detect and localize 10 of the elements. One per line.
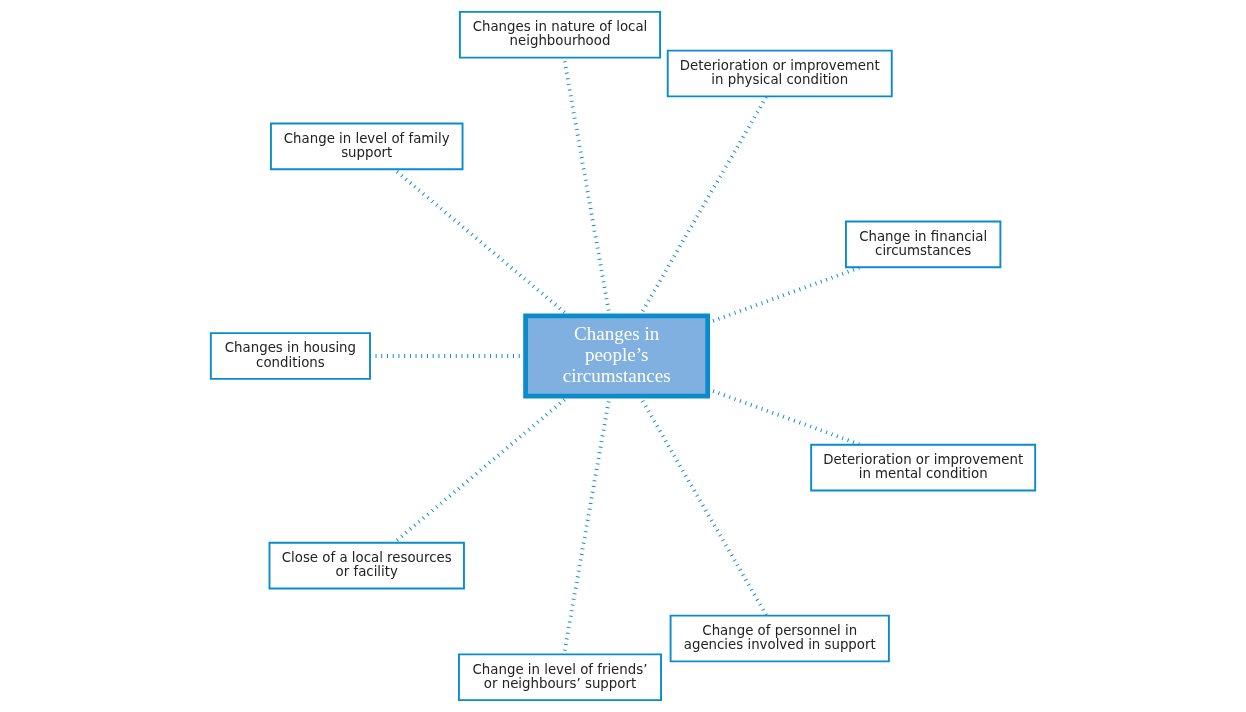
node-box: Changes in nature of local neighbourhood	[458, 10, 662, 59]
node-box: Deterioration or improvement in mental condition	[810, 443, 1037, 492]
node-box: Deterioration or improvement in physical condition	[666, 49, 893, 98]
node-box: Changes in housing conditions	[209, 332, 371, 380]
node-box: Change in level of friends’ or neighbours’ support	[458, 653, 662, 702]
node-box: Change in financial circumstances	[845, 220, 1002, 269]
node-box: Change in level of family support	[269, 122, 464, 171]
node-box: Close of a local resources or facility	[268, 541, 465, 590]
node-box: Changes in people’s circumstances	[523, 313, 711, 399]
node-box: Change of personnel in agencies involved in support	[669, 614, 890, 663]
